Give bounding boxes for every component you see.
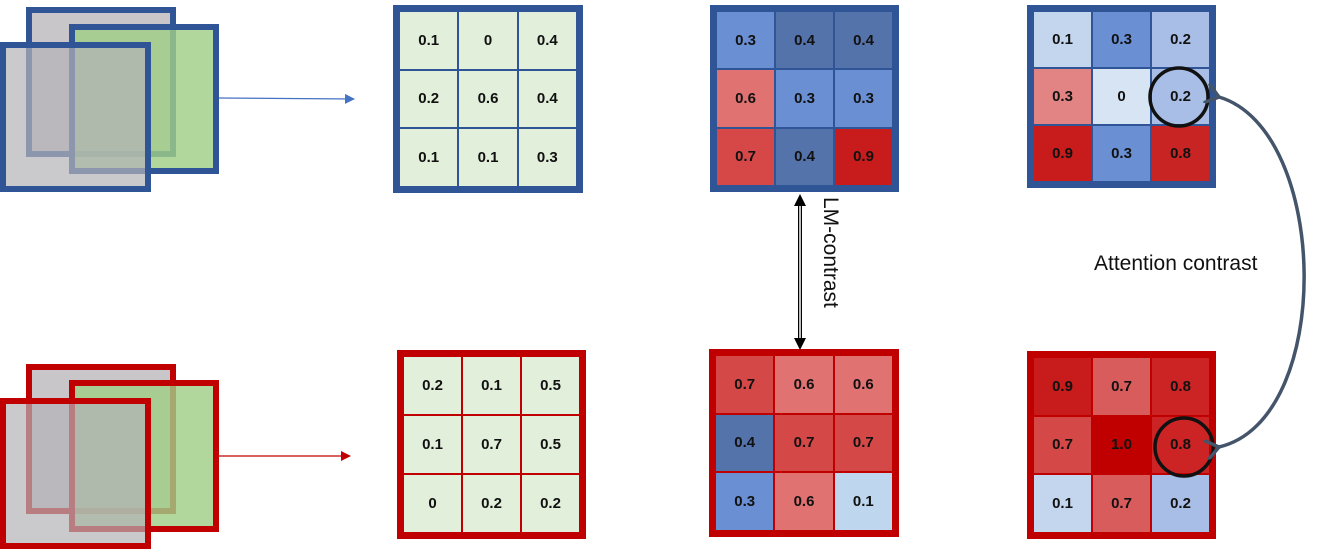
top-feature-cell: 0.4 (517, 11, 577, 70)
bottom-feature-cell: 0 (403, 474, 462, 533)
bottom-feature-cell: 0.1 (462, 356, 521, 415)
bottom-attention-cell: 1.0 (1092, 415, 1151, 475)
top-lm-cell: 0.7 (716, 127, 775, 186)
top-attention-cell: 0.1 (1033, 11, 1092, 68)
top-lm-cell: 0.3 (834, 69, 893, 128)
bottom-lm-cell: 0.7 (833, 413, 893, 473)
top-attention-cell: 0 (1092, 68, 1151, 125)
bottom-lm-cell: 0.6 (833, 355, 893, 414)
bottom-feature-cell: 0.5 (521, 356, 580, 415)
top-attention-cell: 0.3 (1033, 68, 1092, 125)
top-attention-cell: 0.3 (1092, 125, 1151, 182)
top-feature-cell: 0.6 (458, 69, 518, 129)
bottom-feature-cell: 0.2 (521, 474, 580, 533)
bottom-attention-cell: 0.9 (1033, 357, 1092, 416)
lm-contrast-arrow (794, 194, 806, 350)
bottom-lm-cell: 0.6 (774, 472, 834, 531)
top-attention-map: 0.1 0.3 0.2 0.3 0 0.2 0.9 0.3 0.8 (1027, 5, 1216, 188)
top-lm-cell: 0.3 (716, 11, 775, 70)
bottom-attention-cell: 0.8 (1151, 357, 1210, 416)
bottom-attention-cell: 0.2 (1151, 474, 1210, 533)
bottom-lm-cell: 0.6 (774, 355, 834, 414)
bottom-lm-cell: 0.3 (715, 472, 775, 531)
attention-contrast-arc (1219, 97, 1306, 447)
top-lm-cell: 0.4 (775, 127, 834, 186)
bottom-lm-cell: 0.7 (715, 355, 775, 414)
bottom-layer-front (0, 398, 151, 549)
lm-contrast-label: LM-contrast (819, 197, 842, 308)
bottom-attention-cell: 0.7 (1092, 357, 1151, 416)
top-feature-cell: 0.4 (517, 69, 577, 129)
top-lm-cell: 0.4 (834, 11, 893, 70)
top-feature-cell: 0.3 (517, 128, 577, 187)
bottom-feature-cell: 0.5 (521, 415, 580, 474)
top-lm-cell: 0.3 (775, 69, 834, 128)
top-feature-cell: 0.1 (399, 128, 459, 187)
bottom-lm-cell: 0.4 (715, 413, 775, 473)
top-lm-cell: 0.6 (716, 69, 775, 128)
top-feature-cell: 0.1 (399, 11, 459, 70)
top-feature-cell: 0 (458, 11, 518, 70)
top-layer-front (0, 42, 151, 192)
top-lm-map: 0.3 0.4 0.4 0.6 0.3 0.3 0.7 0.4 0.9 (710, 5, 899, 192)
bottom-highlight-circle (1153, 416, 1215, 478)
top-feature-cell: 0.2 (399, 69, 459, 129)
bottom-lm-cell: 0.1 (833, 472, 893, 531)
bottom-feature-map: 0.2 0.1 0.5 0.1 0.7 0.5 0 0.2 0.2 (397, 350, 586, 539)
attention-contrast-label: Attention contrast (1094, 252, 1258, 275)
bottom-feature-cell: 0.2 (462, 474, 521, 533)
top-lm-cell: 0.9 (834, 127, 893, 186)
top-attention-cell: 0.3 (1092, 11, 1151, 68)
top-attention-cell: 0.9 (1033, 125, 1092, 182)
top-arrow (218, 93, 355, 104)
top-highlight-circle (1148, 66, 1210, 128)
bottom-feature-cell: 0.7 (462, 415, 521, 474)
bottom-lm-map: 0.7 0.6 0.6 0.4 0.7 0.7 0.3 0.6 0.1 (709, 349, 899, 537)
top-lm-cell: 0.4 (775, 11, 834, 70)
bottom-attention-cell: 0.7 (1092, 474, 1151, 533)
bottom-attention-cell: 0.7 (1033, 415, 1092, 475)
bottom-feature-cell: 0.1 (403, 415, 462, 474)
bottom-feature-cell: 0.2 (403, 356, 462, 415)
bottom-attention-cell: 0.1 (1033, 474, 1092, 533)
top-feature-map: 0.1 0 0.4 0.2 0.6 0.4 0.1 0.1 0.3 (393, 5, 583, 193)
top-feature-cell: 0.1 (458, 128, 518, 187)
bottom-lm-cell: 0.7 (774, 413, 834, 473)
top-attention-cell: 0.2 (1151, 11, 1210, 68)
